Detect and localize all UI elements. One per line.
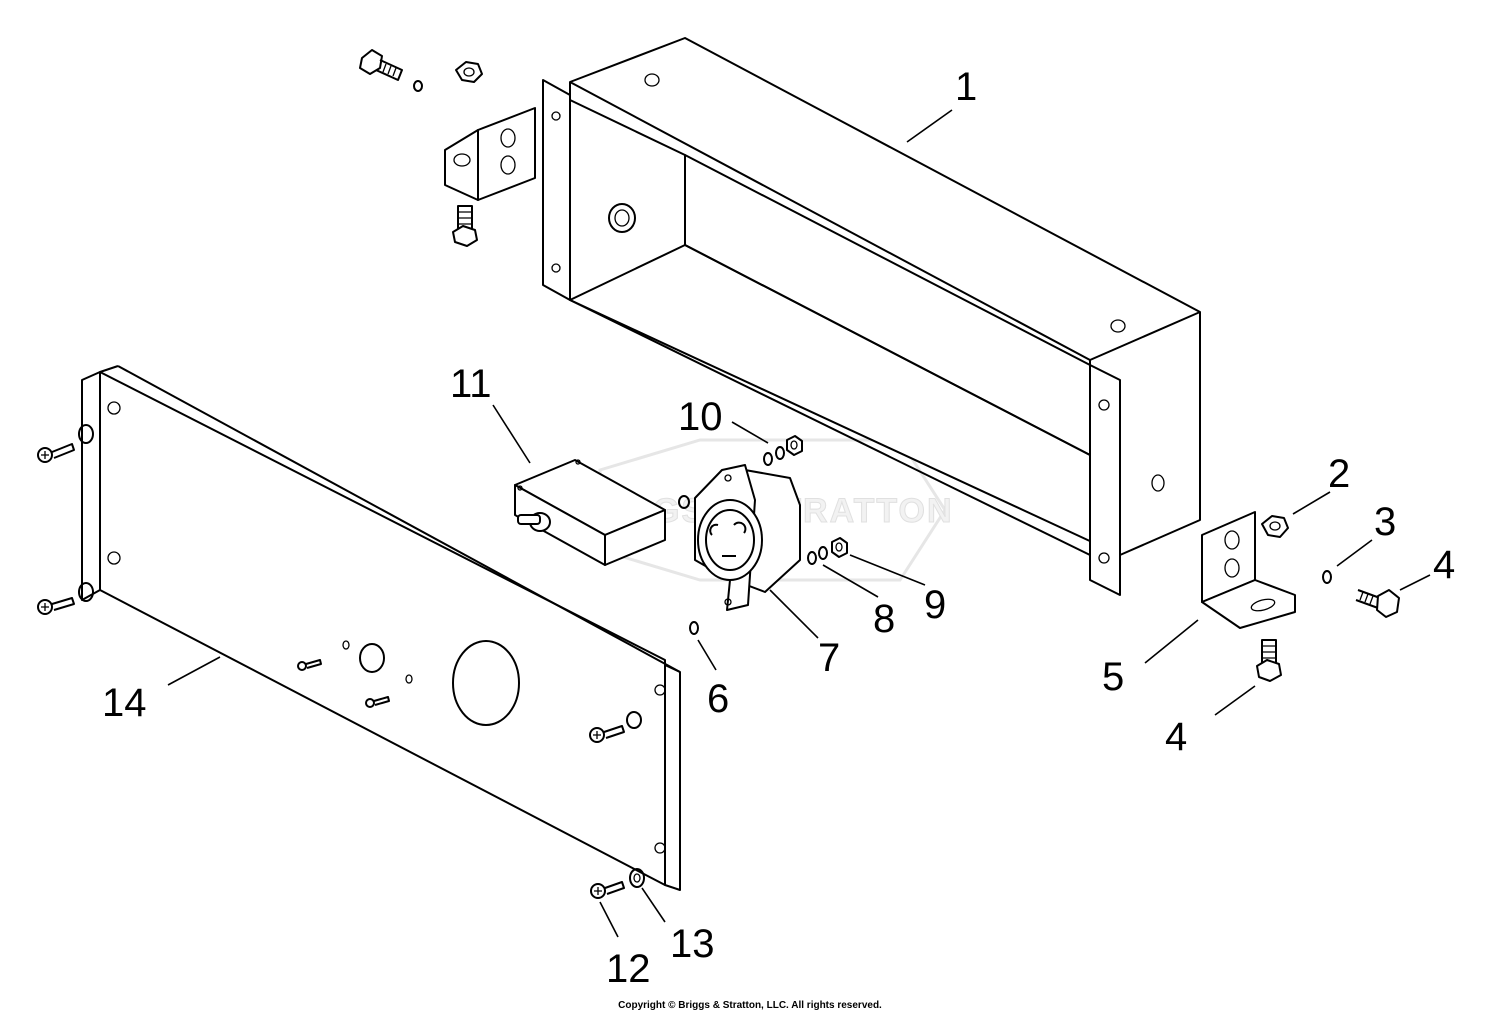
part-14-front-panel[interactable] <box>81 365 681 891</box>
callout-13: 13 <box>670 922 715 966</box>
part-5-mounting-bracket[interactable] <box>1201 511 1296 629</box>
part-10-washers-nut[interactable] <box>763 435 803 466</box>
part-4-bolt-bottom[interactable] <box>1256 639 1282 682</box>
callout-12: 12 <box>606 947 651 991</box>
upper-bracket-washer[interactable] <box>413 80 423 92</box>
callout-5: 5 <box>1102 655 1124 699</box>
callout-4-side: 4 <box>1433 543 1455 587</box>
upper-bracket-nut[interactable] <box>455 61 483 83</box>
part-8-washers[interactable] <box>807 546 828 565</box>
leader-lines <box>167 109 1431 938</box>
callout-6: 6 <box>707 677 729 721</box>
callout-9: 9 <box>924 583 946 627</box>
callout-4-bottom: 4 <box>1165 715 1187 759</box>
panel-screw-lower-left[interactable] <box>37 582 94 615</box>
part-6-washer[interactable] <box>689 621 699 635</box>
part-13-washer[interactable] <box>629 868 645 888</box>
panel-small-screw-a[interactable] <box>297 659 322 671</box>
panel-screw-upper-left[interactable] <box>37 424 94 463</box>
upper-mounting-bracket[interactable] <box>444 107 536 201</box>
callout-3: 3 <box>1374 500 1396 544</box>
receptacle-front-washer[interactable] <box>678 495 690 509</box>
part-4-bolt-side[interactable] <box>1355 589 1400 618</box>
callout-10: 10 <box>678 395 723 439</box>
panel-screw-right[interactable] <box>589 711 642 743</box>
part-2-nut[interactable] <box>1261 515 1289 538</box>
callout-1: 1 <box>955 65 977 109</box>
part-11-circuit-breaker[interactable] <box>514 459 666 566</box>
copyright-notice: Copyright © Briggs & Stratton, LLC. All … <box>618 1000 882 1011</box>
callout-8: 8 <box>873 597 895 641</box>
part-7-receptacle[interactable] <box>694 464 801 611</box>
part-12-screw[interactable] <box>590 881 625 899</box>
part-3-washer[interactable] <box>1322 570 1332 584</box>
panel-small-screw-b[interactable] <box>365 696 390 708</box>
part-9-nut[interactable] <box>831 537 848 558</box>
callout-14: 14 <box>102 681 147 725</box>
part-1-control-box[interactable] <box>542 37 1201 596</box>
callout-2: 2 <box>1328 452 1350 496</box>
callout-7: 7 <box>818 636 840 680</box>
callout-labels: 1 2 3 4 4 5 6 7 8 9 10 11 12 13 14 <box>102 65 1455 991</box>
upper-bracket-bolt[interactable] <box>359 49 403 81</box>
callout-11: 11 <box>450 362 492 406</box>
upper-bracket-lower-bolt[interactable] <box>452 205 478 247</box>
